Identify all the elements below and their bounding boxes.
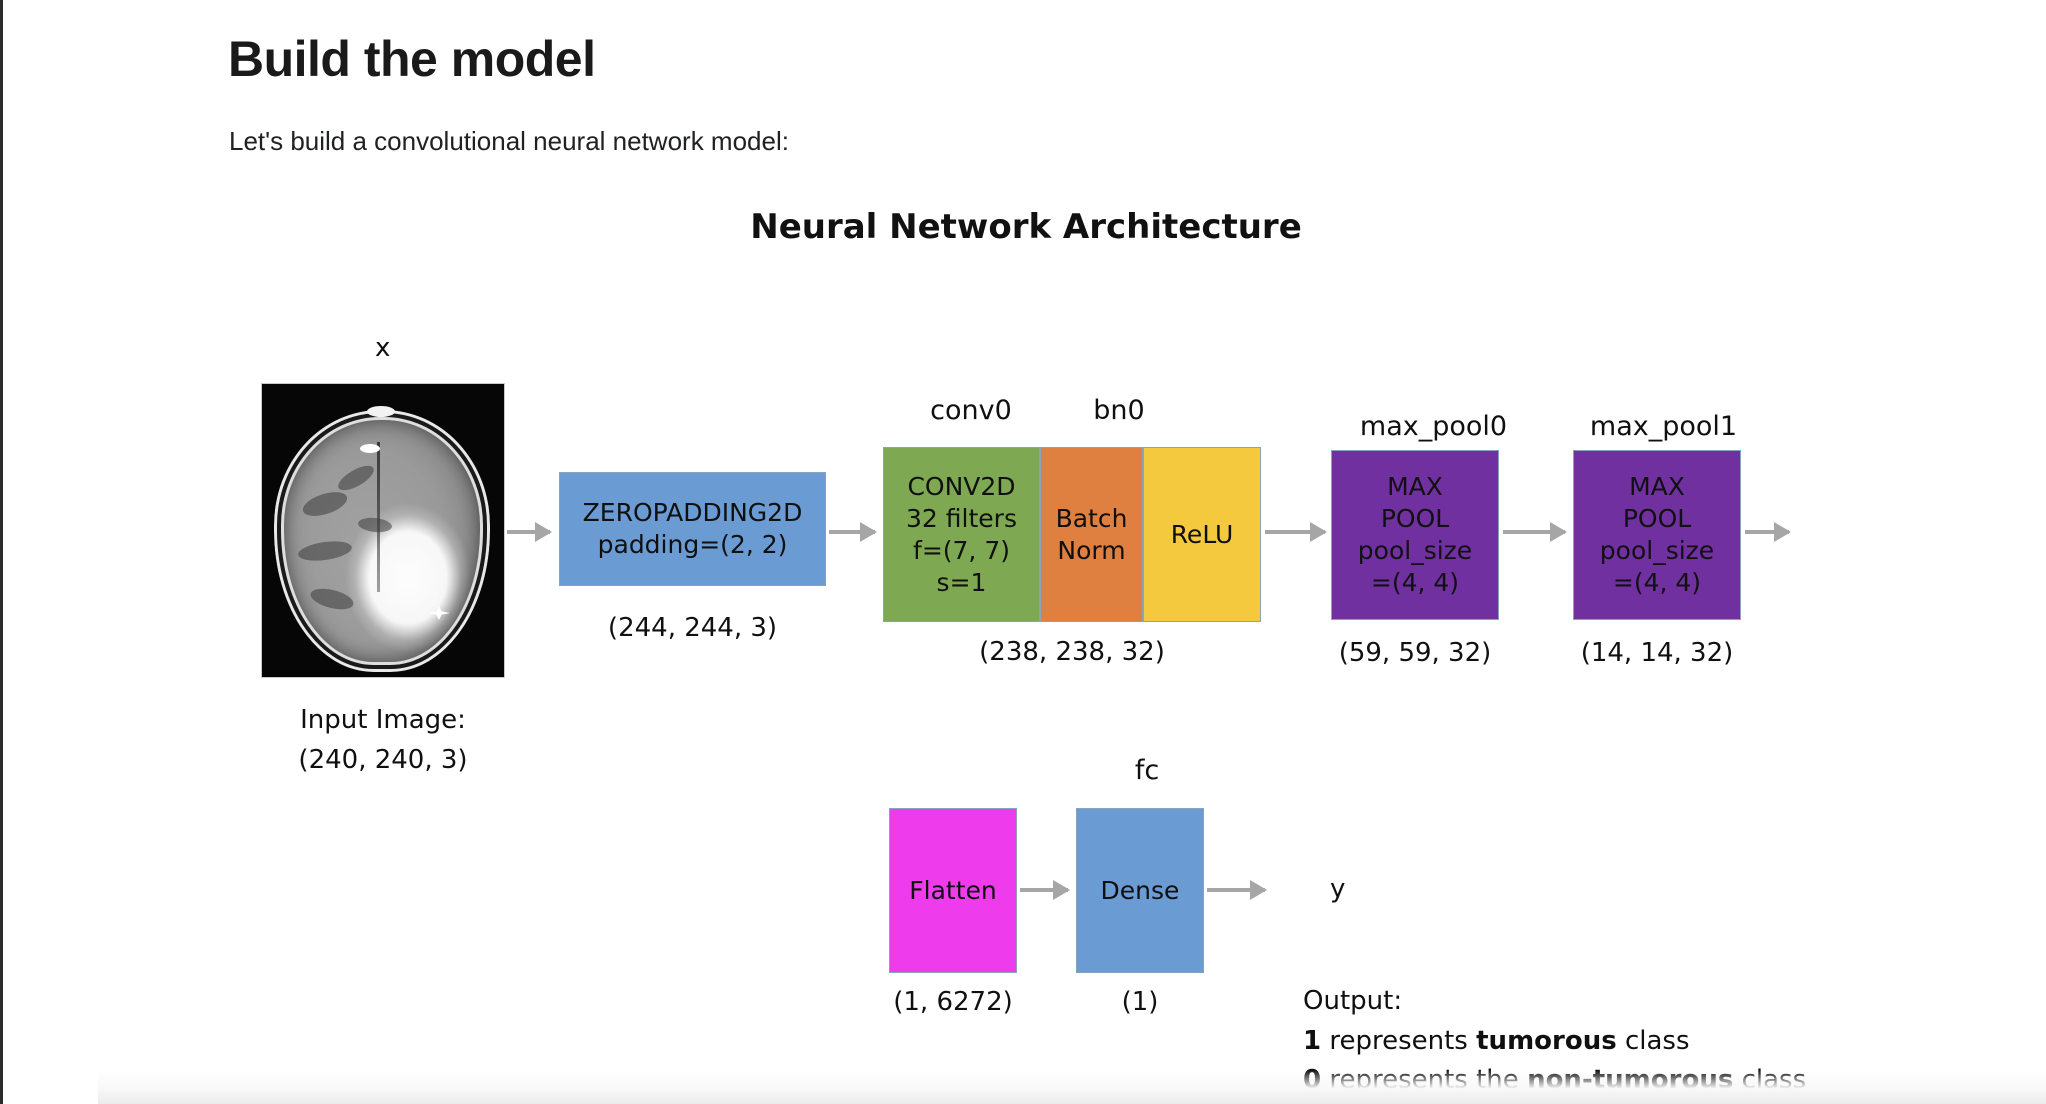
block-flatten: Flatten	[889, 808, 1017, 973]
caption-dense: (1)	[1121, 987, 1159, 1017]
caption-maxpool0: (59, 59, 32)	[1338, 638, 1492, 668]
block-dense-line-0: Dense	[1100, 875, 1180, 905]
arrow-relu-to-maxpool0	[1265, 530, 1325, 534]
brain-mri-scan-image	[261, 383, 505, 678]
output-legend-row-1: 1 represents tumorous class	[1303, 1022, 1806, 1062]
block-maxpool1: MAX POOL pool_size =(4, 4)	[1573, 450, 1741, 620]
output-line1-post: class	[1616, 1025, 1690, 1056]
diagram-title: Neural Network Architecture	[750, 207, 1302, 247]
block-conv2d-line-1: 32 filters	[906, 503, 1017, 533]
block-maxpool1-line-1: POOL	[1622, 504, 1692, 533]
output-line2-post: class	[1733, 1065, 1807, 1096]
block-batchnorm-line-0: Batch	[1055, 503, 1128, 533]
mri-skull-outline	[274, 410, 490, 672]
label-max-pool0: max_pool0	[1359, 411, 1508, 442]
output-value-1: 1	[1303, 1025, 1322, 1056]
caption-flatten: (1, 6272)	[893, 987, 1013, 1017]
output-variable-label: y	[1330, 874, 1346, 904]
output-line1-pre: represents	[1321, 1025, 1477, 1056]
arrow-maxpool0-to-maxpool1	[1503, 530, 1565, 534]
block-conv2d: CONV2D 32 filters f=(7, 7) s=1	[883, 447, 1040, 622]
block-zeropadding2d-line-0: ZEROPADDING2D	[582, 498, 803, 527]
arrow-maxpool1-out	[1745, 530, 1789, 534]
label-bn0: bn0	[1093, 395, 1145, 426]
page-title: Build the model	[228, 30, 596, 87]
block-flatten-line-0: Flatten	[909, 875, 997, 905]
label-conv0: conv0	[930, 395, 1012, 426]
block-dense: Dense	[1076, 808, 1204, 973]
neural-network-architecture-diagram: Neural Network Architecture x Input Imag…	[3, 0, 2046, 1104]
block-zeropadding2d-line-1: padding=(2, 2)	[597, 530, 788, 559]
block-conv2d-line-0: CONV2D	[907, 471, 1016, 501]
block-conv2d-line-3: s=1	[936, 567, 987, 597]
block-maxpool0: MAX POOL pool_size =(4, 4)	[1331, 450, 1499, 620]
arrow-image-to-zeropadding	[507, 530, 550, 534]
output-line1-bold: tumorous	[1476, 1025, 1617, 1056]
block-maxpool0-line-2: pool_size	[1357, 536, 1473, 565]
block-maxpool1-line-0: MAX	[1629, 472, 1685, 501]
mri-bright-spot	[360, 444, 380, 453]
output-value-0: 0	[1303, 1065, 1322, 1096]
block-zeropadding2d: ZEROPADDING2D padding=(2, 2)	[559, 472, 826, 586]
label-max-pool1: max_pool1	[1589, 411, 1738, 442]
arrow-zeropadding-to-conv	[829, 530, 875, 534]
block-relu-line-0: ReLU	[1170, 519, 1234, 549]
block-maxpool1-line-2: pool_size	[1599, 536, 1715, 565]
mri-midline	[377, 442, 380, 592]
block-maxpool0-line-0: MAX	[1387, 472, 1443, 501]
input-image-caption-line2: (240, 240, 3)	[298, 745, 468, 775]
block-batchnorm-line-1: Norm	[1057, 535, 1126, 565]
output-line2-bold: non-tumorous	[1527, 1065, 1734, 1096]
input-variable-label: x	[375, 333, 391, 363]
output-legend: Output: 1 represents tumorous class 0 re…	[1303, 982, 1806, 1101]
input-image-caption-line1: Input Image:	[300, 705, 466, 735]
block-maxpool0-line-1: POOL	[1380, 504, 1450, 533]
label-fc: fc	[1134, 755, 1160, 786]
arrow-dense-to-output	[1207, 888, 1265, 892]
caption-conv-group: (238, 238, 32)	[979, 637, 1165, 667]
block-relu: ReLU	[1143, 447, 1261, 622]
arrow-flatten-to-dense	[1020, 888, 1068, 892]
block-maxpool1-line-3: =(4, 4)	[1612, 568, 1702, 597]
block-batchnorm: Batch Norm	[1040, 447, 1143, 622]
mri-bright-spot	[367, 406, 395, 417]
output-line2-pre: represents the	[1321, 1065, 1528, 1096]
output-legend-row-2: 0 represents the non-tumorous class	[1303, 1061, 1806, 1101]
page-subtitle: Let's build a convolutional neural netwo…	[229, 126, 789, 156]
block-maxpool0-line-3: =(4, 4)	[1370, 568, 1460, 597]
caption-zeropadding2d: (244, 244, 3)	[607, 613, 778, 643]
output-legend-title: Output:	[1303, 986, 1403, 1016]
block-conv2d-line-2: f=(7, 7)	[913, 535, 1010, 565]
caption-maxpool1: (14, 14, 32)	[1580, 638, 1734, 668]
